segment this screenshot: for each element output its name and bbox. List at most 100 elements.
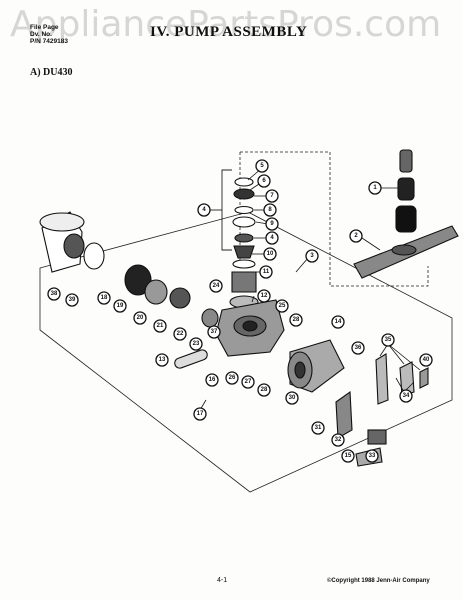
svg-text:27: 27 (245, 379, 252, 385)
svg-text:28: 28 (293, 317, 300, 323)
callout-31: 31 (311, 421, 325, 435)
svg-text:37: 37 (211, 329, 218, 335)
callout-40: 40 (419, 353, 433, 367)
svg-text:22: 22 (177, 331, 184, 337)
svg-text:2: 2 (354, 233, 358, 239)
callout-15: 15 (341, 449, 355, 463)
svg-text:4: 4 (202, 207, 206, 213)
svg-text:1: 1 (373, 185, 377, 191)
svg-text:10: 10 (267, 251, 274, 257)
callout-1: 1 (368, 181, 382, 195)
svg-text:16: 16 (209, 377, 216, 383)
file-reference: File Page Dv. No. P/N 7429183 (30, 24, 68, 45)
svg-text:33: 33 (369, 453, 376, 459)
svg-text:40: 40 (423, 357, 430, 363)
page-number: 4-1 (217, 577, 228, 584)
bracket-parts (335, 353, 429, 467)
callout-4b: 4 (265, 231, 279, 245)
svg-text:35: 35 (385, 337, 392, 343)
svg-text:38: 38 (51, 291, 58, 297)
callout-2: 2 (349, 229, 363, 243)
svg-text:28: 28 (261, 387, 268, 393)
callout-14: 14 (331, 315, 345, 329)
page-title: IV. PUMP ASSEMBLY (150, 24, 308, 40)
svg-text:9: 9 (270, 221, 274, 227)
callout-30: 30 (285, 391, 299, 405)
callout-18: 18 (97, 291, 111, 305)
callout-33: 33 (365, 449, 379, 463)
callout-36: 36 (351, 341, 365, 355)
callout-32: 32 (331, 433, 345, 447)
svg-text:20: 20 (137, 315, 144, 321)
copyright-notice: ©Copyright 1988 Jenn-Air Company (327, 578, 430, 584)
svg-text:7: 7 (270, 193, 274, 199)
svg-text:5: 5 (260, 163, 264, 169)
svg-text:32: 32 (335, 437, 342, 443)
callout-3: 3 (305, 249, 319, 263)
svg-text:3: 3 (310, 253, 314, 259)
svg-text:18: 18 (101, 295, 108, 301)
svg-text:21: 21 (157, 323, 164, 329)
impeller-parts (124, 264, 219, 369)
svg-text:15: 15 (345, 453, 352, 459)
callout-6: 6 (257, 174, 271, 188)
callout-20: 20 (133, 311, 147, 325)
callout-34: 34 (399, 389, 413, 403)
callout-11: 11 (259, 265, 273, 279)
callout-13: 13 (155, 353, 169, 367)
file-line-1: File Page (30, 24, 59, 31)
svg-text:6: 6 (262, 178, 266, 184)
svg-text:31: 31 (315, 425, 322, 431)
svg-text:34: 34 (403, 393, 410, 399)
svg-text:13: 13 (159, 357, 166, 363)
callout-37: 37 (207, 325, 221, 339)
pump-body (215, 299, 285, 357)
svg-text:19: 19 (117, 303, 124, 309)
callout-19: 19 (113, 299, 127, 313)
callout-28b: 28 (289, 313, 303, 327)
svg-text:36: 36 (355, 345, 362, 351)
callout-23: 23 (189, 337, 203, 351)
callout-7: 7 (265, 189, 279, 203)
callout-9: 9 (265, 217, 279, 231)
svg-text:24: 24 (213, 283, 220, 289)
bracket-4 (221, 169, 232, 251)
callout-38: 38 (47, 287, 61, 301)
svg-text:39: 39 (69, 297, 76, 303)
svg-text:11: 11 (263, 269, 270, 275)
callout-17: 17 (193, 407, 207, 421)
svg-text:14: 14 (335, 319, 342, 325)
file-line-2: Dv. No. (30, 31, 52, 38)
svg-text:8: 8 (268, 207, 272, 213)
callout-27: 27 (241, 375, 255, 389)
motor (287, 339, 345, 393)
spray-arm (353, 225, 459, 279)
upper-stack (229, 177, 259, 309)
callout-10: 10 (263, 247, 277, 261)
spray-tower (395, 149, 417, 233)
callout-28a: 28 (257, 383, 271, 397)
callout-24: 24 (209, 279, 223, 293)
housing (39, 211, 105, 273)
dashed-frame (240, 151, 429, 287)
callout-25: 25 (275, 299, 289, 313)
svg-text:12: 12 (261, 293, 268, 299)
callout-26: 26 (225, 371, 239, 385)
svg-text:25: 25 (279, 303, 286, 309)
callout-39: 39 (65, 293, 79, 307)
section-label: A) DU430 (30, 67, 73, 78)
callout-4a: 4 (197, 203, 211, 217)
callout-22: 22 (173, 327, 187, 341)
callout-35: 35 (381, 333, 395, 347)
svg-text:23: 23 (193, 341, 200, 347)
watermark: AppliancePartsPros.com (10, 4, 442, 45)
callout-21: 21 (153, 319, 167, 333)
svg-text:30: 30 (289, 395, 296, 401)
callout-5: 5 (255, 159, 269, 173)
svg-text:4: 4 (270, 235, 274, 241)
svg-text:17: 17 (197, 411, 204, 417)
file-line-3: P/N 7429183 (30, 38, 68, 45)
svg-text:26: 26 (229, 375, 236, 381)
